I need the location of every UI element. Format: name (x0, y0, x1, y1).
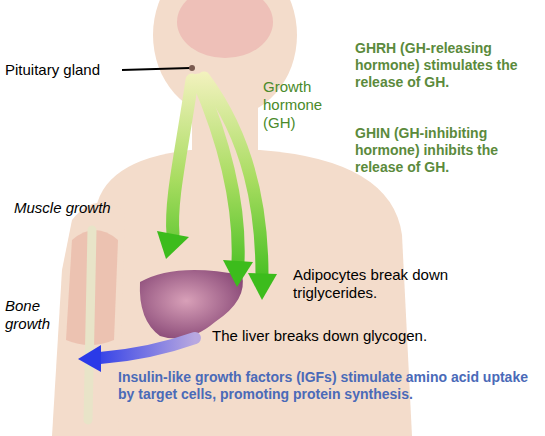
effect-label: Bone growth (5, 297, 65, 333)
leader-line (122, 68, 190, 70)
gh-arrowheads (157, 231, 277, 300)
organ-label: Pituitary gland (5, 61, 123, 79)
effect-label: Muscle growth (14, 199, 144, 217)
igf-arrow (100, 338, 195, 358)
gh-arrows (173, 78, 262, 275)
note-text: GHIN (GH-inhibiting hormone) inhibits th… (355, 125, 540, 175)
brain (177, 0, 273, 58)
pituitary-dot (189, 65, 195, 71)
arm-bone (88, 230, 92, 420)
hormone-label: Growth hormone (GH) (263, 78, 338, 132)
effect-label: Adipocytes break down triglycerides. (293, 266, 493, 302)
igf-note: Insulin-like growth factors (IGFs) stimu… (118, 369, 538, 403)
igf-arrowhead (78, 345, 101, 372)
note-text: GHRH (GH-releasing hormone) stimulates t… (355, 40, 540, 90)
effect-label: The liver breaks down glycogen. (212, 327, 532, 345)
